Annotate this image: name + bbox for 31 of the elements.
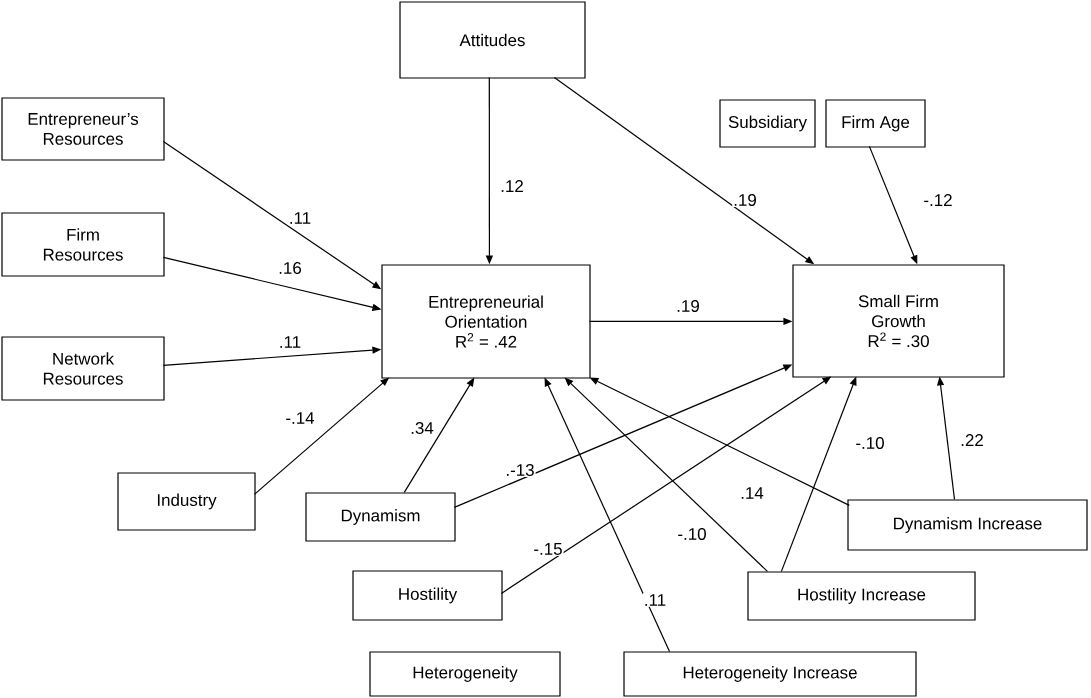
- coefficient-label: -.14: [284, 411, 316, 425]
- variable-box: Industry: [117, 472, 256, 531]
- coefficient-label: .34: [409, 421, 435, 435]
- coefficient-label: .12: [499, 179, 525, 193]
- coefficient-label: .19: [675, 299, 701, 313]
- variable-box: Dynamism: [305, 492, 456, 542]
- variable-box: Small Firm Growth R$^{2}$ = .30: [792, 264, 1005, 378]
- variable-box: Subsidiary: [719, 99, 816, 148]
- variable-box: Attitudes: [399, 1, 586, 79]
- coefficient-label: .11: [287, 211, 313, 225]
- variable-box: Heterogeneity Increase: [623, 651, 917, 697]
- coefficient-label: -.15: [532, 542, 564, 556]
- coefficient-label: -.10: [854, 436, 886, 450]
- variable-box: Hostility: [352, 570, 503, 621]
- variable-box: Network Resources: [1, 336, 165, 401]
- variable-box: Entrepreneurial Orientation R$^{2}$ = .42: [381, 264, 591, 379]
- coefficient-label: .11: [277, 335, 303, 349]
- variable-box: Firm Resources: [1, 212, 165, 277]
- coefficient-label: -.12: [922, 193, 954, 207]
- variable-box: Firm Age: [825, 99, 926, 148]
- coefficient-label: .19: [732, 193, 758, 207]
- variable-box: Heterogeneity: [369, 651, 561, 697]
- variable-box: Entrepreneur’s Resources: [1, 97, 165, 161]
- coefficient-label: .-13: [504, 463, 536, 477]
- coefficient-label: -.10: [676, 527, 708, 541]
- coefficient-label: .11: [642, 593, 668, 607]
- variable-box: Hostility Increase: [747, 571, 976, 621]
- variable-box: Dynamism Increase: [847, 499, 1088, 551]
- coefficient-label: .16: [277, 261, 303, 275]
- coefficient-label: .14: [739, 486, 765, 500]
- coefficient-label: .22: [959, 433, 985, 447]
